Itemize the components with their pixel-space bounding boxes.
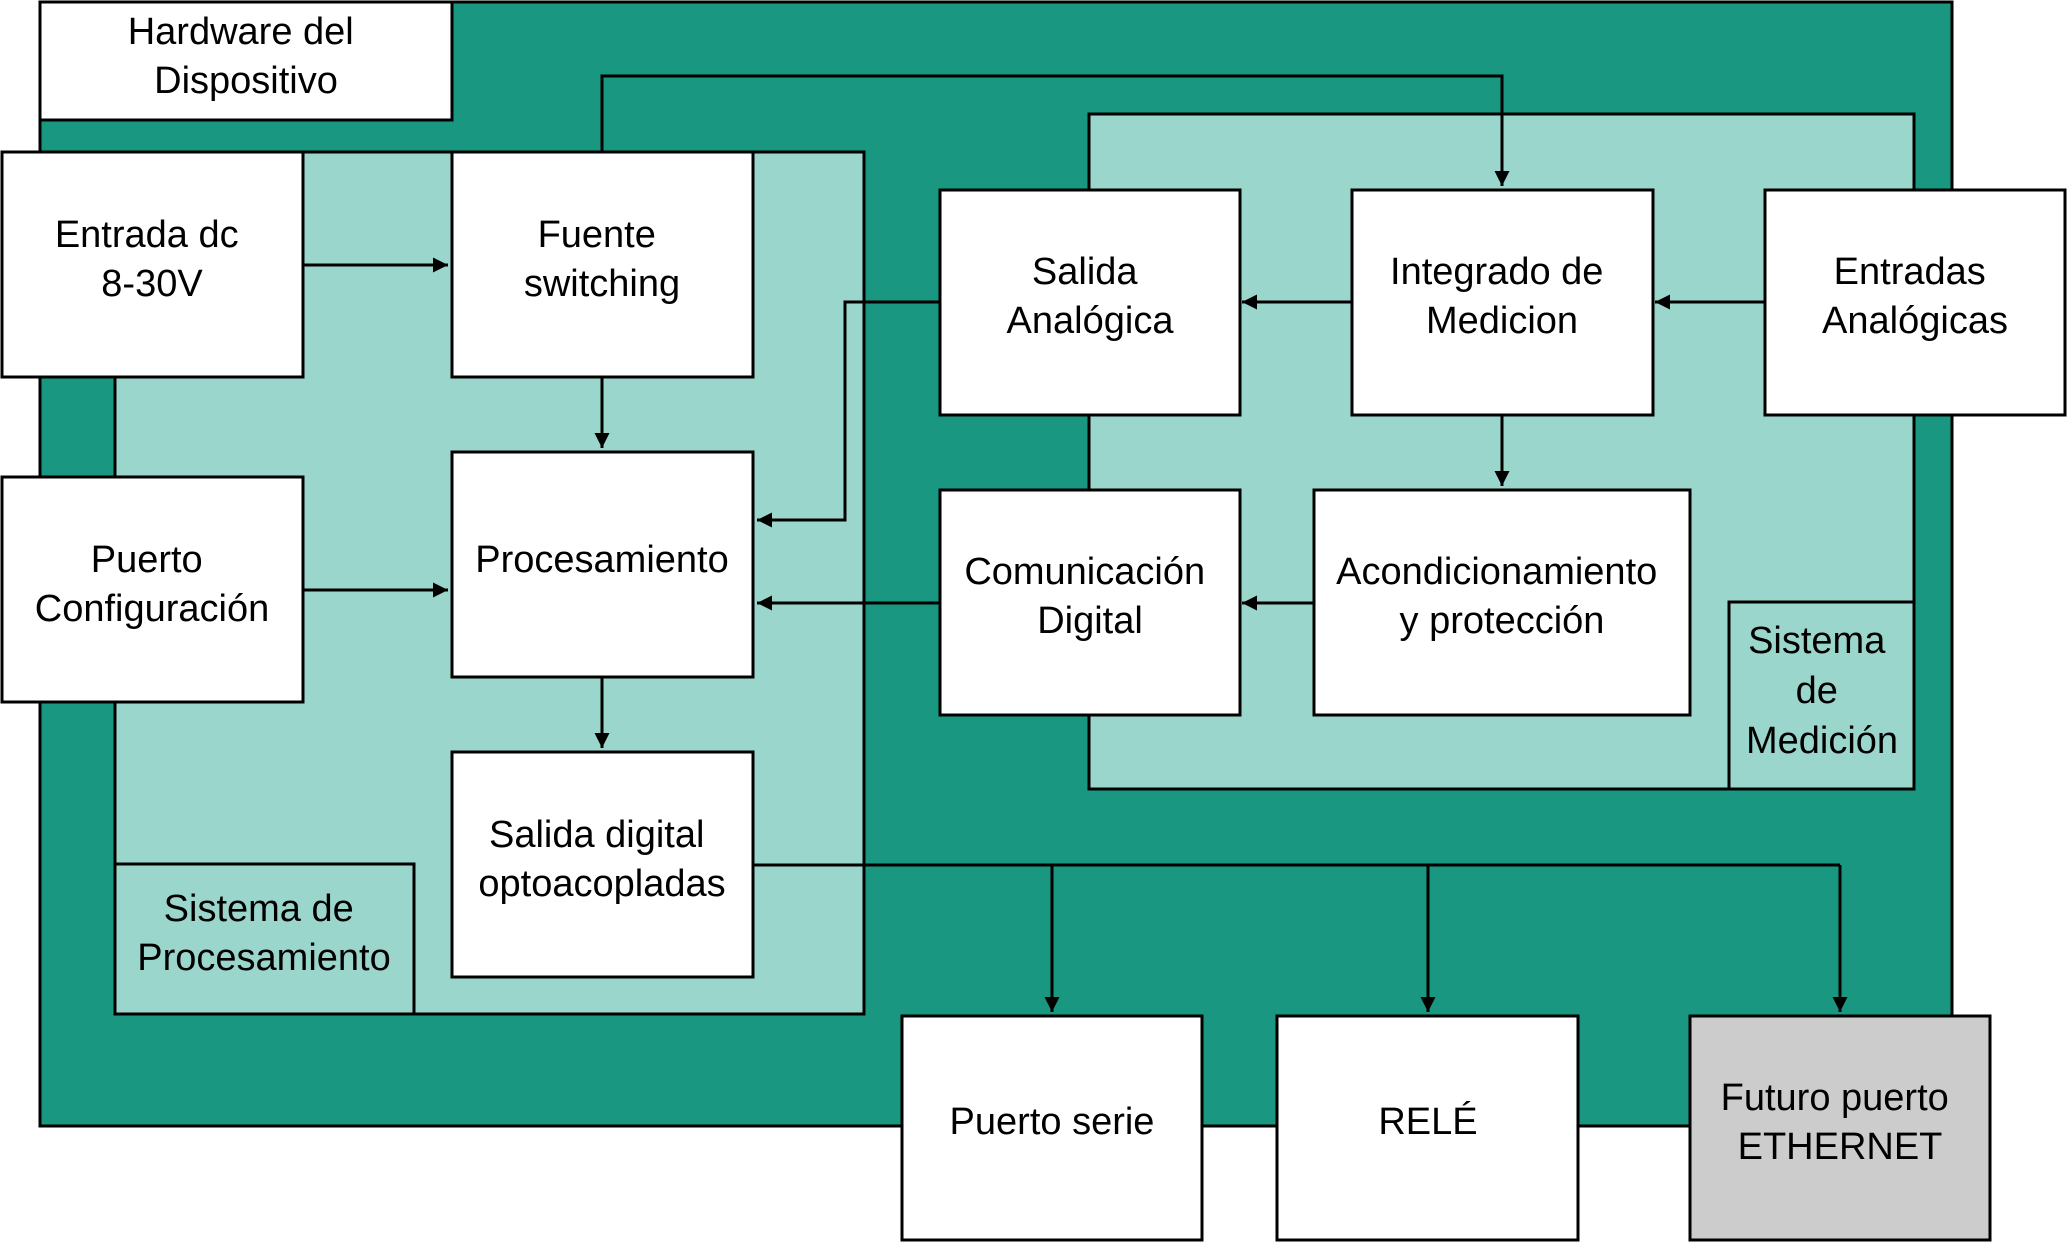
svg-text:Entrada dc 8-30V: Entrada dc 8-30V <box>55 214 249 305</box>
svg-text:Salida digital optoacopl: Salida digital optoacopladas <box>478 814 725 905</box>
svg-text:Integrado de Medicion: Integrado de Medicion <box>1390 251 1614 342</box>
block-acondicionamiento: Acondicionamiento y protección <box>1312 488 1692 717</box>
block-ethernet: Futuro puerto ETHERNET <box>1688 1014 1992 1242</box>
procesamiento-title-box: Sistema de Procesamiento <box>113 862 416 1016</box>
block-procesamiento: Procesamiento <box>450 450 755 679</box>
svg-text:Sistema de Medició: Sistema de Medición <box>1746 620 1898 762</box>
medicion-title-line-2: de <box>1796 670 1838 712</box>
svg-text:Entradas Analógicas: Entradas Analógicas <box>1822 251 2008 342</box>
medicion-title-line-3: Medición <box>1746 720 1898 762</box>
block-fuente-switching: Fuente switching <box>450 150 755 379</box>
svg-text:Procesamiento: Procesamiento <box>475 539 728 581</box>
block-salida-digital: Salida digital optoacopladas <box>450 750 755 979</box>
svg-text:Puerto serie: Puerto serie <box>950 1101 1155 1143</box>
medicion-title-line-1: Sistema <box>1748 620 1886 662</box>
svg-text:RELÉ: RELÉ <box>1378 1100 1477 1143</box>
hardware-title-line-1: Hardware del <box>128 11 354 53</box>
procesamiento-title-line-1: Sistema de <box>164 888 354 930</box>
svg-text:Salida Analógica: Salida Analógica <box>1007 251 1175 342</box>
block-rele: RELÉ <box>1275 1014 1580 1242</box>
svg-text:Acondicionamiento y prot: Acondicionamiento y protección <box>1336 551 1668 642</box>
svg-text:Fuente switching: Fuente switching <box>524 214 680 305</box>
hardware-title-line-2: Dispositivo <box>154 60 338 102</box>
block-puerto-serie: Puerto serie <box>900 1014 1204 1242</box>
block-integrado-medicion: Integrado de Medicion <box>1350 188 1655 417</box>
block-entradas-analogicas: Entradas Analógicas <box>1763 188 2067 417</box>
medicion-title-box: Sistema de Medición <box>1727 600 1916 791</box>
block-comunicacion-digital: Comunicación Digital <box>938 488 1242 717</box>
svg-text:Hardware del Dispositivo: Hardware del Dispositivo <box>128 11 365 102</box>
connectors <box>303 74 1848 1012</box>
block-salida-analogica: Salida Analógica <box>938 188 1242 417</box>
svg-text:Puerto Configuración: Puerto Configuración <box>35 539 269 630</box>
connector-salida-analogica-to-procesamiento <box>757 300 940 528</box>
svg-text:Futuro puerto ETHERNET: Futuro puerto ETHERNET <box>1721 1077 1960 1168</box>
procesamiento-title-line-2: Procesamiento <box>137 937 390 979</box>
connector-fuente-to-integrado <box>600 74 1510 186</box>
block-puerto-configuracion: Puerto Configuración <box>0 475 305 704</box>
block-entrada-dc: Entrada dc 8-30V <box>0 150 305 379</box>
svg-text:Comunicación Digital: Comunicación Digital <box>964 551 1215 642</box>
hardware-title-box: Hardware del Dispositivo <box>38 0 454 122</box>
svg-text:Sistema de Procesamiento: Sistema de Procesamiento <box>137 888 390 979</box>
